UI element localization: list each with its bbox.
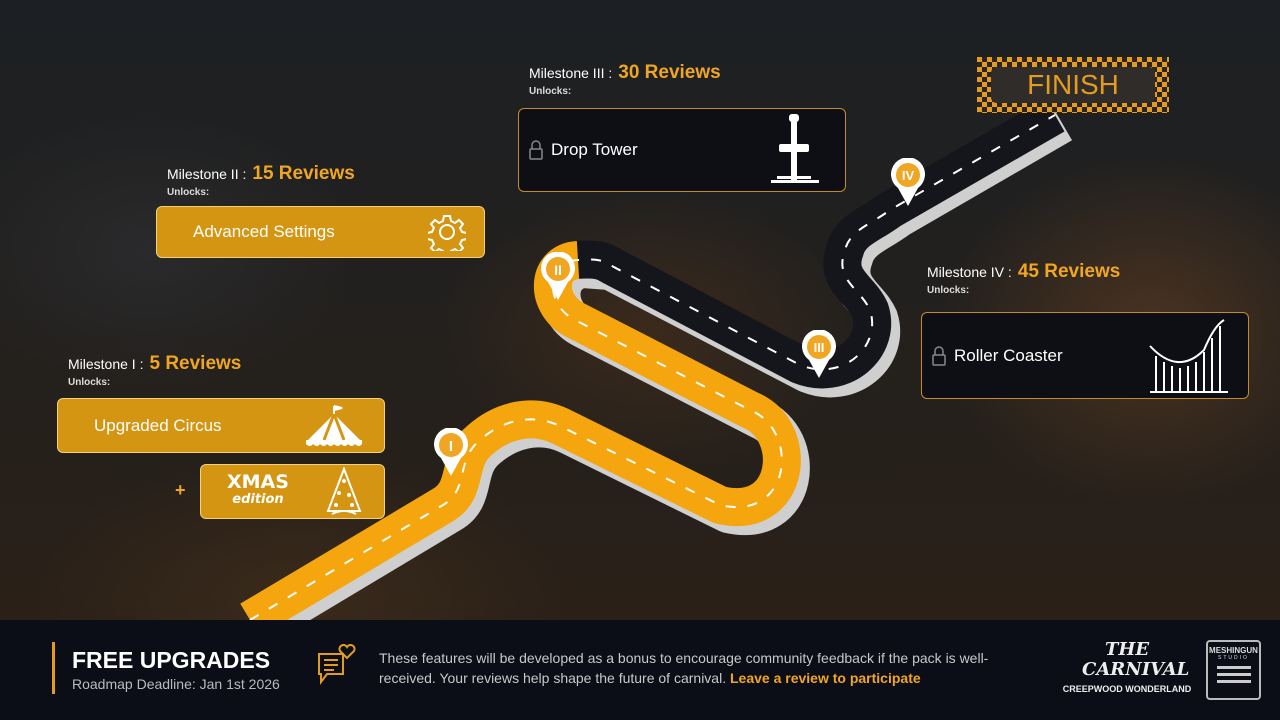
gear-icon (428, 215, 466, 251)
unlock-card-xmas-edition: XMAS edition (200, 464, 385, 519)
unlock-item-name: Advanced Settings (193, 222, 335, 241)
milestone-marker-1: I (434, 428, 468, 476)
feedback-chat-heart-icon (318, 644, 356, 685)
svg-text:I: I (449, 438, 453, 455)
roadmap-road (240, 98, 1073, 620)
lock-icon (932, 345, 946, 366)
edition-text: edition (232, 492, 284, 507)
finish-label: FINISH (991, 67, 1155, 103)
description-text: These features will be developed as a bo… (379, 650, 989, 686)
drop-tower-icon (771, 114, 819, 183)
svg-text:II: II (554, 262, 562, 278)
circus-tent-icon (306, 404, 362, 446)
unlock-card-advanced-settings: Advanced Settings (156, 206, 485, 258)
footer-title: FREE UPGRADES (72, 647, 271, 673)
leave-review-link[interactable]: Leave a review to participate (730, 670, 921, 686)
milestone-marker-2: II (541, 252, 575, 300)
unlock-card-drop-tower: Drop Tower (518, 108, 846, 192)
milestone-marker-4: IV (891, 158, 925, 206)
plus-sign: + (175, 480, 186, 500)
road-gold (240, 241, 801, 620)
carnival-logo-subtitle: CREEPWOOD WONDERLAND (1062, 684, 1192, 694)
milestone-marker-3: III (802, 330, 836, 378)
studio-subtitle: STUDIO (1218, 655, 1249, 661)
footer-description: These features will be developed as a bo… (379, 648, 999, 688)
roller-coaster-icon (1149, 318, 1228, 393)
christmas-tree-icon (326, 466, 362, 515)
unlock-item-name: Roller Coaster (954, 345, 1063, 365)
footer: FREE UPGRADES Roadmap Deadline: Jan 1st … (0, 620, 1280, 720)
unlock-card-upgraded-circus: Upgraded Circus (57, 398, 385, 453)
studio-name: MESHINGUN (1209, 646, 1258, 655)
xmas-text: XMAS (227, 471, 289, 493)
studio-logo: MESHINGUN STUDIO (1206, 640, 1261, 700)
svg-text:III: III (814, 340, 825, 355)
svg-text:IV: IV (902, 168, 915, 183)
unlock-card-roller-coaster: Roller Coaster (921, 312, 1249, 399)
road-dark (573, 98, 1065, 389)
unlock-item-name: Drop Tower (551, 140, 638, 159)
carnival-logo: THE CARNIVAL CREEPWOOD WONDERLAND (1058, 640, 1196, 700)
lock-icon (529, 140, 543, 160)
carnival-logo-text: THE CARNIVAL (1082, 639, 1190, 680)
unlock-item-name: Upgraded Circus (94, 415, 222, 435)
accent-bar (52, 642, 55, 694)
finish-banner: FINISH (977, 57, 1169, 113)
roadmap-deadline: Roadmap Deadline: Jan 1st 2026 (72, 676, 280, 692)
